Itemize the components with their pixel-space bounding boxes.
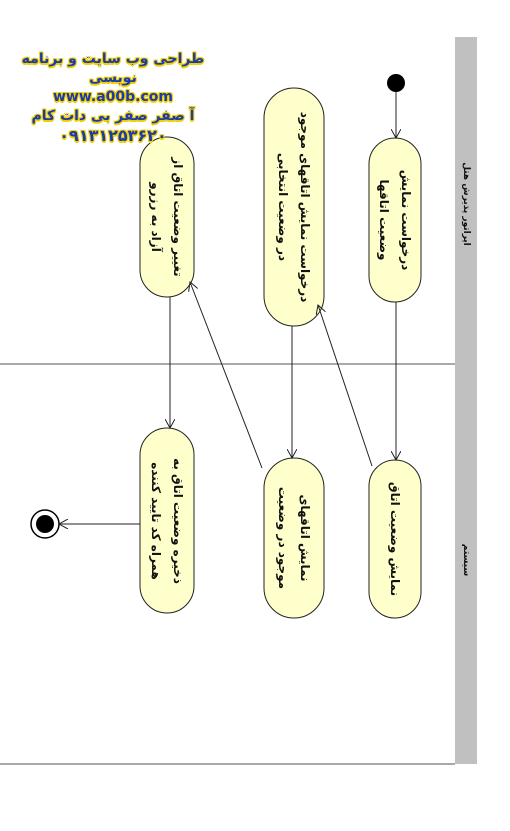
lane-title-system: سیستم bbox=[461, 543, 471, 577]
lane-title-guest: اپراتور پذیرش هتل bbox=[461, 162, 471, 246]
activity-label-request-show-rooms: درخواست نمایش وضعیت اتاقها bbox=[377, 169, 413, 271]
activity-label-show-room-status: نمایش وضعیت اتاق bbox=[388, 481, 402, 597]
activity-label-change-room-status: تغییر وضعیت اتاق از آزاد به رزرو bbox=[149, 157, 185, 277]
watermark-line-1: طراحی وب سایت و برنامه نویسی bbox=[21, 51, 205, 86]
watermark-line-3: آ صفر صفر بی دات کام bbox=[31, 108, 195, 124]
initial-node bbox=[387, 74, 405, 92]
final-node-inner bbox=[36, 515, 54, 533]
transition-show-rooms-to-change-status bbox=[190, 282, 263, 469]
activity-node-request-show-selected[interactable] bbox=[263, 87, 325, 327]
activity-node-change-room-status[interactable] bbox=[139, 136, 195, 298]
activity-label-show-rooms-in-status: نمایش اتاقهای موجود در وضعیت bbox=[276, 486, 312, 590]
lane-header-system bbox=[455, 364, 477, 764]
activity-label-save-room-status: ذخیره وضعیت اتاق به همراه کد تایید کننده bbox=[149, 458, 185, 584]
watermark-line-2: www.a00b.com bbox=[53, 89, 173, 105]
transition-show-status-to-request-selected bbox=[318, 305, 373, 467]
watermark-phone: ۰۹۱۳۱۲۵۳۶۲۰ bbox=[59, 126, 167, 145]
activity-label-request-show-selected: درخواست نمایش اتاقهای موجود در وضعیت انت… bbox=[276, 111, 312, 303]
lane-header-guest bbox=[455, 37, 477, 364]
watermark: طراحی وب سایت و برنامه نویسی www.a00b.co… bbox=[8, 50, 218, 145]
